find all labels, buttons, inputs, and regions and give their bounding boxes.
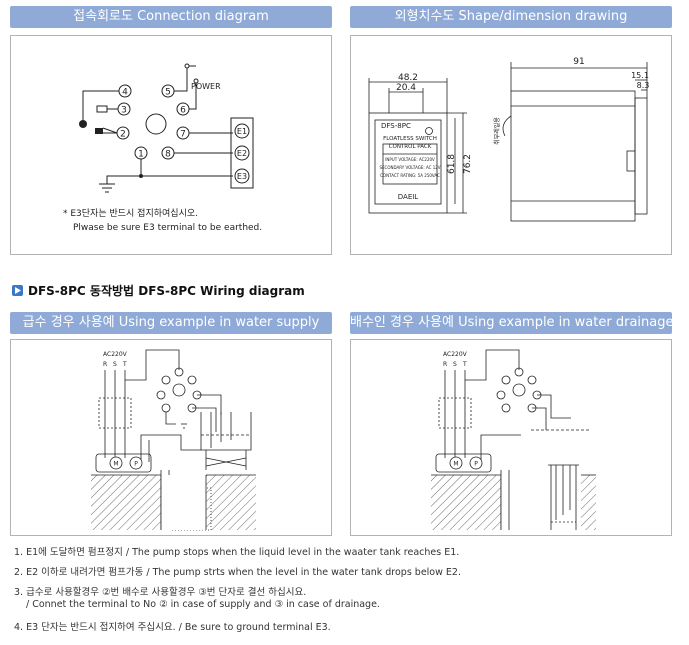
pin-label-4: 4 <box>122 88 128 98</box>
spec-line-2: SECONDARY VOLTAGE: AC 12V <box>379 165 440 170</box>
section-title: DFS-8PC 동작방법 DFS-8PC Wiring diagram <box>12 282 305 299</box>
dim-depth: 91 <box>573 57 584 67</box>
earth-note-english: Plwase be sure E3 terminal to be earthed… <box>73 223 262 233</box>
pin-label-3: 3 <box>121 106 127 116</box>
power-label: POWER <box>191 82 221 91</box>
connection-diagram-svg: 4 5 3 6 2 7 1 8 POWER E1 E2 E3 * E3단자는 반… <box>63 63 262 233</box>
drainage-phase-s: S <box>453 361 457 368</box>
brand-label: DAEIL <box>398 193 419 201</box>
pin-label-8: 8 <box>165 150 171 160</box>
play-triangle-icon <box>12 285 23 296</box>
terminal-e1-label: E1 <box>237 127 247 136</box>
pin-label-1: 1 <box>138 150 144 160</box>
header-shape-dimension: 외형치수도 Shape/dimension drawing <box>350 6 672 28</box>
water-drainage-panel: AC220V R S T <box>350 339 672 536</box>
water-supply-panel: AC220V R S T <box>10 339 332 536</box>
header-connection-diagram: 접속회로도 Connection diagram <box>10 6 332 28</box>
shape-dimension-panel: 48.2 20.4 61.8 76.2 91 15.1 8.3 DFS-8PC … <box>350 35 672 255</box>
spec-line-3: CONTACT RATING: 5A 250VAC <box>380 173 440 178</box>
shape-dimension-svg: 48.2 20.4 61.8 76.2 91 15.1 8.3 DFS-8PC … <box>368 57 650 222</box>
spec-line-1: INPUT VOLTAGE: AC220V <box>385 157 435 162</box>
terminal-e2-label: E2 <box>237 149 247 158</box>
drainage-phase-r: R <box>443 361 447 368</box>
pin-label-2: 2 <box>120 130 126 140</box>
connection-diagram-panel: 4 5 3 6 2 7 1 8 POWER E1 E2 E3 * E3단자는 반… <box>10 35 332 255</box>
rail-note: 취부레일용 <box>493 117 501 145</box>
supply-motor-label: M <box>113 461 118 468</box>
supply-phase-r: R <box>103 361 107 368</box>
dim-width-inner: 20.4 <box>396 83 416 93</box>
dim-side-top: 15.1 <box>631 71 649 80</box>
supply-pump-icon <box>129 456 143 470</box>
drainage-ac-label: AC220V <box>443 351 468 358</box>
supply-pump-label: P <box>134 461 138 468</box>
water-drainage-svg: AC220V R S T <box>431 349 596 530</box>
pin-label-7: 7 <box>180 130 186 140</box>
drainage-motor-icon <box>449 456 463 470</box>
dim-width-total: 48.2 <box>398 73 418 83</box>
dim-height-total: 76.2 <box>463 154 473 174</box>
earth-note-korean: * E3단자는 반드시 접지하여십시오. <box>63 207 198 219</box>
note-3: 3. 급수로 사용할경우 ②번 배수로 사용할경우 ③번 단자로 결선 하십시요… <box>14 587 307 598</box>
note-3-english: / Connet the terminal to No ② in case of… <box>26 599 380 610</box>
note-1: 1. E1에 도달하면 펌프정지 / The pump stops when t… <box>14 547 460 558</box>
model-label: DFS-8PC <box>381 122 411 130</box>
note-4: 4. E3 단자는 반드시 접지하여 주십시요. / Be sure to gr… <box>14 622 331 633</box>
terminal-e3-label: E3 <box>237 172 247 181</box>
header-water-drainage: 배수인 경우 사용예 Using example in water draina… <box>350 312 673 334</box>
dim-side-small: 8.3 <box>637 81 650 90</box>
pin-label-6: 6 <box>180 106 186 116</box>
supply-phase-s: S <box>113 361 117 368</box>
supply-phase-t: T <box>122 361 127 368</box>
panel-title-1: FLOATLESS SWITCH <box>383 136 437 142</box>
pin-label-5: 5 <box>165 88 171 98</box>
section-title-text: DFS-8PC 동작방법 DFS-8PC Wiring diagram <box>28 284 305 298</box>
panel-title-2: CONTROL PACK <box>389 144 432 150</box>
dim-height-inner: 61.8 <box>447 154 457 174</box>
water-supply-svg: AC220V R S T <box>91 349 256 531</box>
drainage-pump-label: P <box>474 461 478 468</box>
supply-ac-label: AC220V <box>103 351 128 358</box>
header-water-supply: 급수 경우 사용예 Using example in water supply <box>10 312 332 334</box>
drainage-phase-t: T <box>462 361 467 368</box>
supply-motor-icon <box>109 456 123 470</box>
contact-dot-icon <box>79 120 87 128</box>
drainage-pump-icon <box>469 456 483 470</box>
drainage-motor-label: M <box>453 461 458 468</box>
note-2: 2. E2 이하로 내려가면 펌프가동 / The pump strts whe… <box>14 567 461 578</box>
